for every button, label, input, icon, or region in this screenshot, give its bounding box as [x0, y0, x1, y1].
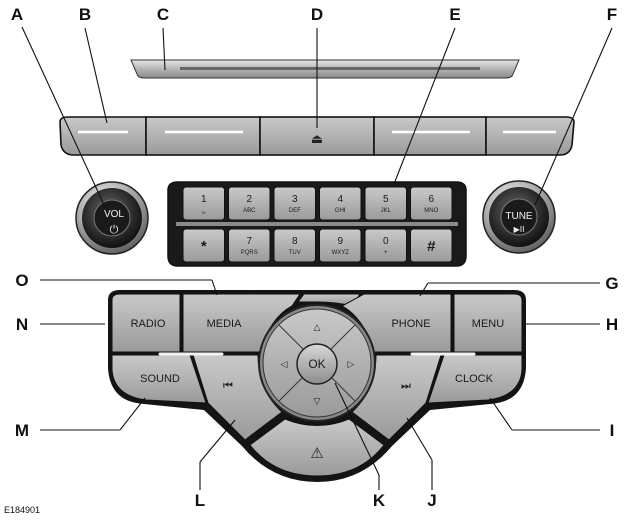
- keypad-key-letters: +: [384, 250, 388, 256]
- callout-d: D: [311, 5, 323, 24]
- callout-b: B: [79, 5, 91, 24]
- keypad-key-number: 5: [383, 194, 389, 205]
- keypad-key-number: 6: [428, 194, 434, 205]
- keypad-key-number: 7: [246, 236, 252, 247]
- play-pause-icon: ▶II: [514, 225, 525, 234]
- keypad-key-1[interactable]: 1␣: [182, 186, 225, 221]
- menu-button[interactable]: [453, 293, 523, 353]
- seek-forward-icon: ⏭: [401, 379, 411, 392]
- callout-n: N: [16, 315, 28, 334]
- media-button-label: MEDIA: [207, 318, 243, 330]
- callout-f: F: [607, 5, 617, 24]
- sound-button-label: SOUND: [140, 373, 180, 385]
- preset-button-4[interactable]: [485, 116, 575, 156]
- callout-o: O: [15, 271, 28, 290]
- ok-button-label: OK: [308, 357, 325, 371]
- keypad-key-letters: DEF: [289, 208, 301, 214]
- keypad-key-letters: ␣: [202, 208, 206, 214]
- keypad-key-letters: GHI: [335, 208, 346, 214]
- clock-button-label: CLOCK: [455, 373, 494, 385]
- sound-button[interactable]: [111, 354, 207, 404]
- keypad-key-number: 1: [201, 194, 207, 205]
- right-arrow-icon: ▷: [348, 360, 355, 370]
- phone-button-label: PHONE: [391, 318, 430, 330]
- lower-control-cluster: RADIO MEDIA PHONE MENU SOUND ⏮ ⏭ CLOCK ⚠: [108, 290, 526, 482]
- hazard-icon: ⚠: [310, 444, 323, 462]
- preset-button-2[interactable]: [145, 116, 261, 156]
- keypad-key-7[interactable]: *: [182, 228, 225, 263]
- preset-button-1[interactable]: [59, 116, 147, 156]
- keypad-key-number: 3: [292, 194, 298, 205]
- tune-knob[interactable]: TUNE ▶II: [482, 180, 556, 254]
- figure-id: E184901: [4, 505, 40, 515]
- cd-slot[interactable]: [130, 59, 520, 79]
- callout-l: L: [195, 491, 205, 510]
- down-arrow-icon: ▽: [314, 397, 321, 407]
- keypad-key-11[interactable]: 0+: [364, 228, 407, 263]
- preset-button-3[interactable]: [373, 116, 487, 156]
- keypad-key-number: 8: [292, 236, 298, 247]
- callout-j: J: [427, 491, 436, 510]
- keypad-key-number: 4: [337, 194, 343, 205]
- keypad-key-number: 2: [246, 194, 252, 205]
- hazard-button[interactable]: [249, 418, 385, 477]
- callout-c: C: [157, 5, 169, 24]
- keypad-key-letters: WXYZ: [332, 250, 350, 256]
- callout-a: A: [11, 5, 23, 24]
- keypad-key-12[interactable]: #: [410, 228, 453, 263]
- ok-button[interactable]: [296, 343, 338, 385]
- clock-button[interactable]: [427, 354, 523, 404]
- volume-knob[interactable]: VOL ⏻: [75, 181, 149, 255]
- keypad-key-letters: ABC: [243, 208, 256, 214]
- callout-leaders: [21, 26, 613, 490]
- radio-button-label: RADIO: [131, 318, 166, 330]
- keypad-key-number: 0: [383, 236, 389, 247]
- menu-button-label: MENU: [472, 318, 504, 330]
- radio-button[interactable]: [111, 293, 181, 353]
- keypad-key-letters: JKL: [381, 208, 392, 214]
- keypad-key-number: 9: [337, 236, 343, 247]
- keypad-key-letters: TUV: [289, 250, 301, 256]
- callout-k: K: [373, 491, 386, 510]
- volume-knob-label: VOL: [104, 209, 124, 220]
- callout-e: E: [449, 5, 460, 24]
- eject-icon: ⏏: [311, 132, 323, 147]
- keypad-key-number: #: [427, 238, 436, 255]
- callout-i: I: [610, 421, 615, 440]
- left-arrow-icon: ◁: [281, 360, 288, 370]
- callout-labels: A B C D E F O G N H M I L K J: [11, 5, 619, 510]
- power-icon: ⏻: [110, 223, 119, 236]
- callout-m: M: [15, 421, 29, 440]
- seek-back-icon: ⏮: [223, 379, 233, 392]
- callout-g: G: [605, 274, 618, 293]
- keypad-key-letters: PQRS: [241, 250, 258, 256]
- up-arrow-icon: △: [314, 323, 321, 333]
- tune-knob-label: TUNE: [505, 211, 533, 222]
- callout-h: H: [606, 315, 618, 334]
- keypad-key-number: *: [201, 238, 207, 255]
- keypad-key-letters: MNO: [424, 208, 438, 214]
